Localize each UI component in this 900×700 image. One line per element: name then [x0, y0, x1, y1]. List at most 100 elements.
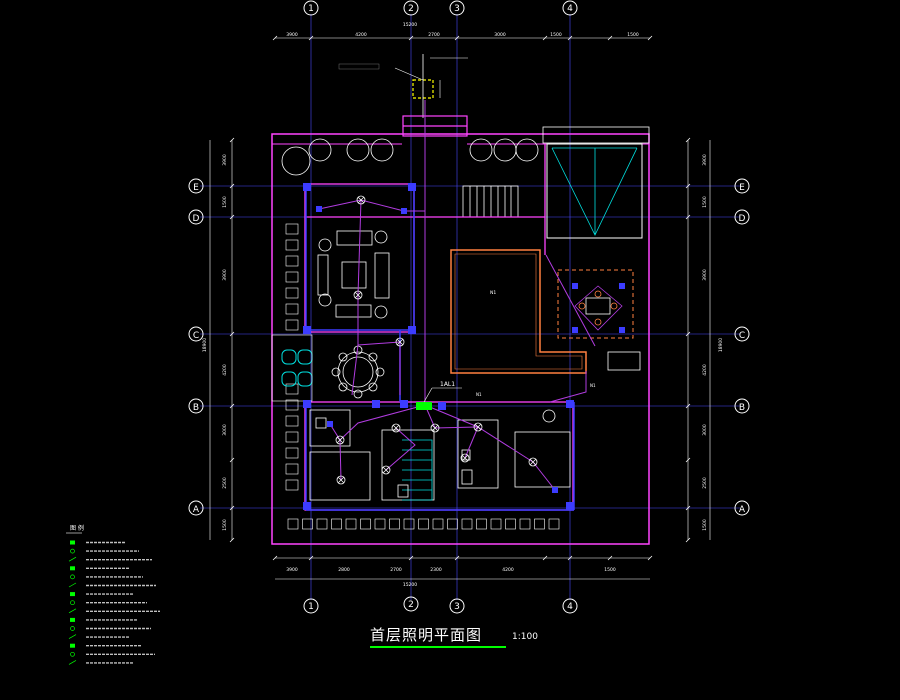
paver	[403, 518, 415, 530]
paver	[360, 518, 371, 530]
axis-label-right-D: D	[739, 214, 746, 224]
paver	[285, 271, 299, 283]
light-fixture-icon	[473, 422, 483, 432]
dim-tick	[272, 555, 278, 561]
pavilion-table	[585, 297, 611, 315]
entrance-steps	[462, 185, 519, 218]
paver	[447, 518, 458, 530]
axis-labels: 1 2 3 4 1 2 3 4 A B C D E A B C D E	[193, 4, 746, 612]
axis-bubble-bottom-3	[449, 598, 465, 614]
paver	[285, 287, 299, 299]
site-boundary	[271, 133, 650, 545]
axis-label-right-C: C	[739, 331, 745, 341]
axis-label-bottom-2: 2	[408, 600, 414, 610]
dim-tick	[685, 137, 691, 143]
dim-right-seg: 4200	[702, 364, 708, 376]
light-fixture-icon	[529, 458, 537, 466]
dim-tick	[308, 555, 314, 561]
dim-tick	[685, 403, 691, 409]
dim-bottom-seg: 3900	[286, 567, 298, 573]
dim-top-seg: 1500	[627, 32, 639, 38]
swimming-pool: N1	[450, 249, 587, 374]
axis-bubble-top-1	[303, 0, 319, 16]
paver	[389, 518, 400, 530]
dim-left-seg: 1500	[222, 196, 228, 208]
axis-bubble-top-2	[403, 0, 419, 16]
dim-right-total: 18900	[718, 338, 724, 352]
dim-tick	[229, 403, 235, 409]
wall-light-icon	[401, 208, 407, 214]
paver	[285, 415, 299, 427]
paver	[285, 303, 299, 315]
axis-label-right-B: B	[739, 403, 745, 413]
light-fixture-icon	[381, 465, 391, 475]
paver	[287, 518, 299, 530]
axis-bubble-left-C	[188, 326, 204, 342]
outdoor-seats	[281, 349, 313, 387]
axis-grid	[200, 14, 740, 600]
axis-label-left-A: A	[193, 505, 200, 515]
dim-right-seg: 1500	[702, 196, 708, 208]
paver	[285, 399, 299, 411]
axis-bubble-right-B	[734, 398, 750, 414]
dim-tick	[647, 35, 653, 41]
legend-symbol	[68, 608, 77, 614]
dim-tick	[272, 35, 278, 41]
dim-tick	[408, 555, 414, 561]
distribution-panel	[416, 402, 432, 410]
axis-label-bottom-4: 4	[567, 602, 573, 612]
axis-label-right-E: E	[739, 183, 745, 193]
dim-tick	[229, 137, 235, 143]
light-fixture-icon	[382, 466, 390, 474]
room-annotations: N1 N1	[476, 383, 596, 397]
wall-light-icon	[619, 327, 625, 333]
wall-light-icon	[316, 206, 322, 212]
dim-tick	[685, 457, 691, 463]
paver	[285, 319, 299, 331]
dim-tick	[567, 555, 573, 561]
light-fixture-icon	[395, 337, 405, 347]
axis-bubble-right-C	[734, 326, 750, 342]
light-fixture-icon	[335, 435, 345, 445]
dim-tick	[454, 35, 460, 41]
paver	[285, 383, 299, 395]
pavilion-chairs	[578, 290, 618, 326]
legend-symbol	[70, 540, 75, 545]
dimension-texts: 15200 3900 4200 2700 3000 1500 1500 3900…	[286, 22, 639, 588]
dim-bottom-seg: 2800	[338, 567, 350, 573]
house-walls	[304, 144, 574, 511]
legend-symbol	[70, 626, 75, 631]
legend-title: 图 例	[70, 524, 84, 532]
legend-symbol	[70, 600, 75, 606]
dim-tick	[685, 505, 691, 511]
paver	[534, 518, 545, 530]
paver	[285, 223, 299, 235]
paver	[374, 518, 386, 530]
garden-pavers-left	[285, 223, 299, 491]
dim-top-seg: 3900	[286, 32, 298, 38]
legend-symbol	[70, 651, 75, 657]
paver	[461, 518, 473, 530]
dimension-ticks	[229, 35, 691, 561]
dim-bottom-total: 15200	[403, 582, 417, 588]
dim-tick	[408, 35, 414, 41]
dim-tick	[229, 457, 235, 463]
dim-tick	[542, 35, 548, 41]
paver	[432, 518, 444, 530]
light-fixtures	[316, 195, 625, 493]
dim-tick	[685, 214, 691, 220]
axis-bubbles	[188, 0, 750, 614]
dim-right-seg: 3900	[702, 154, 708, 166]
axis-bubble-bottom-1	[303, 598, 319, 614]
circuit-tag: N1	[476, 392, 482, 397]
dim-right-seg: 3900	[702, 269, 708, 281]
dim-tick	[229, 505, 235, 511]
axis-label-right-A: A	[739, 505, 746, 515]
axis-label-bottom-3: 3	[454, 602, 460, 612]
dim-top-seg: 4200	[355, 32, 367, 38]
bench	[607, 351, 641, 371]
dim-left-seg: 4200	[222, 364, 228, 376]
dim-bottom-seg: 2700	[390, 567, 402, 573]
light-fixture-icon	[528, 457, 538, 467]
